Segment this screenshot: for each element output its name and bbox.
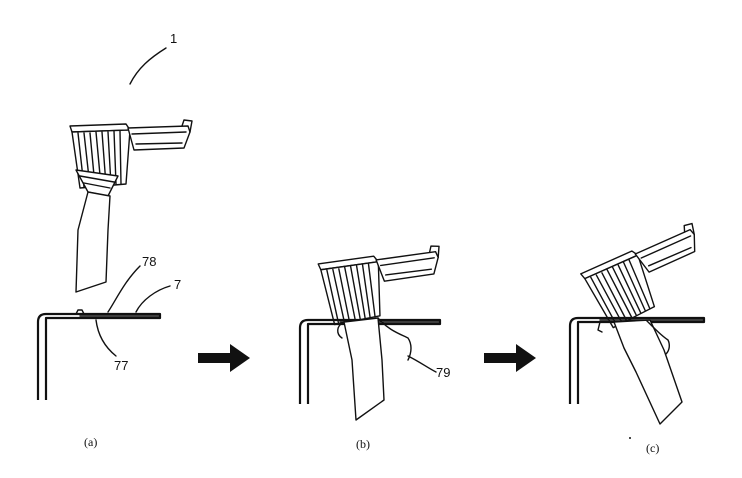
blade-b	[343, 317, 385, 421]
blade-a	[75, 191, 111, 293]
tab-right-b	[377, 317, 412, 361]
right-arrow-icon	[484, 344, 536, 372]
right-arrow-icon	[198, 344, 250, 372]
leader-7	[135, 285, 171, 313]
head-unit-c	[577, 221, 718, 333]
head-unit-b	[316, 244, 447, 327]
panel-b: 79 (b)	[298, 244, 450, 451]
ref-label-77: 77	[114, 358, 128, 373]
ref-label-78: 78	[142, 254, 156, 269]
ref-label-device: 1	[170, 31, 177, 46]
tab-right-c	[645, 319, 671, 355]
caption-b: (b)	[356, 437, 370, 451]
caption-a: (a)	[84, 435, 97, 449]
tab-left-b	[337, 321, 345, 339]
leader-77	[95, 319, 117, 357]
wall-a	[36, 312, 162, 400]
blade-c	[613, 319, 683, 425]
leader-79	[407, 355, 437, 373]
panel-c: (c)	[568, 221, 718, 455]
panel-a: 78 7 77 (a)	[36, 119, 193, 449]
leader-line	[129, 47, 167, 85]
tab-left-c	[597, 321, 603, 333]
ref-label-79: 79	[436, 365, 450, 380]
ref-label-7: 7	[174, 277, 181, 292]
leader-78	[107, 265, 141, 313]
caption-c: (c)	[646, 441, 659, 455]
